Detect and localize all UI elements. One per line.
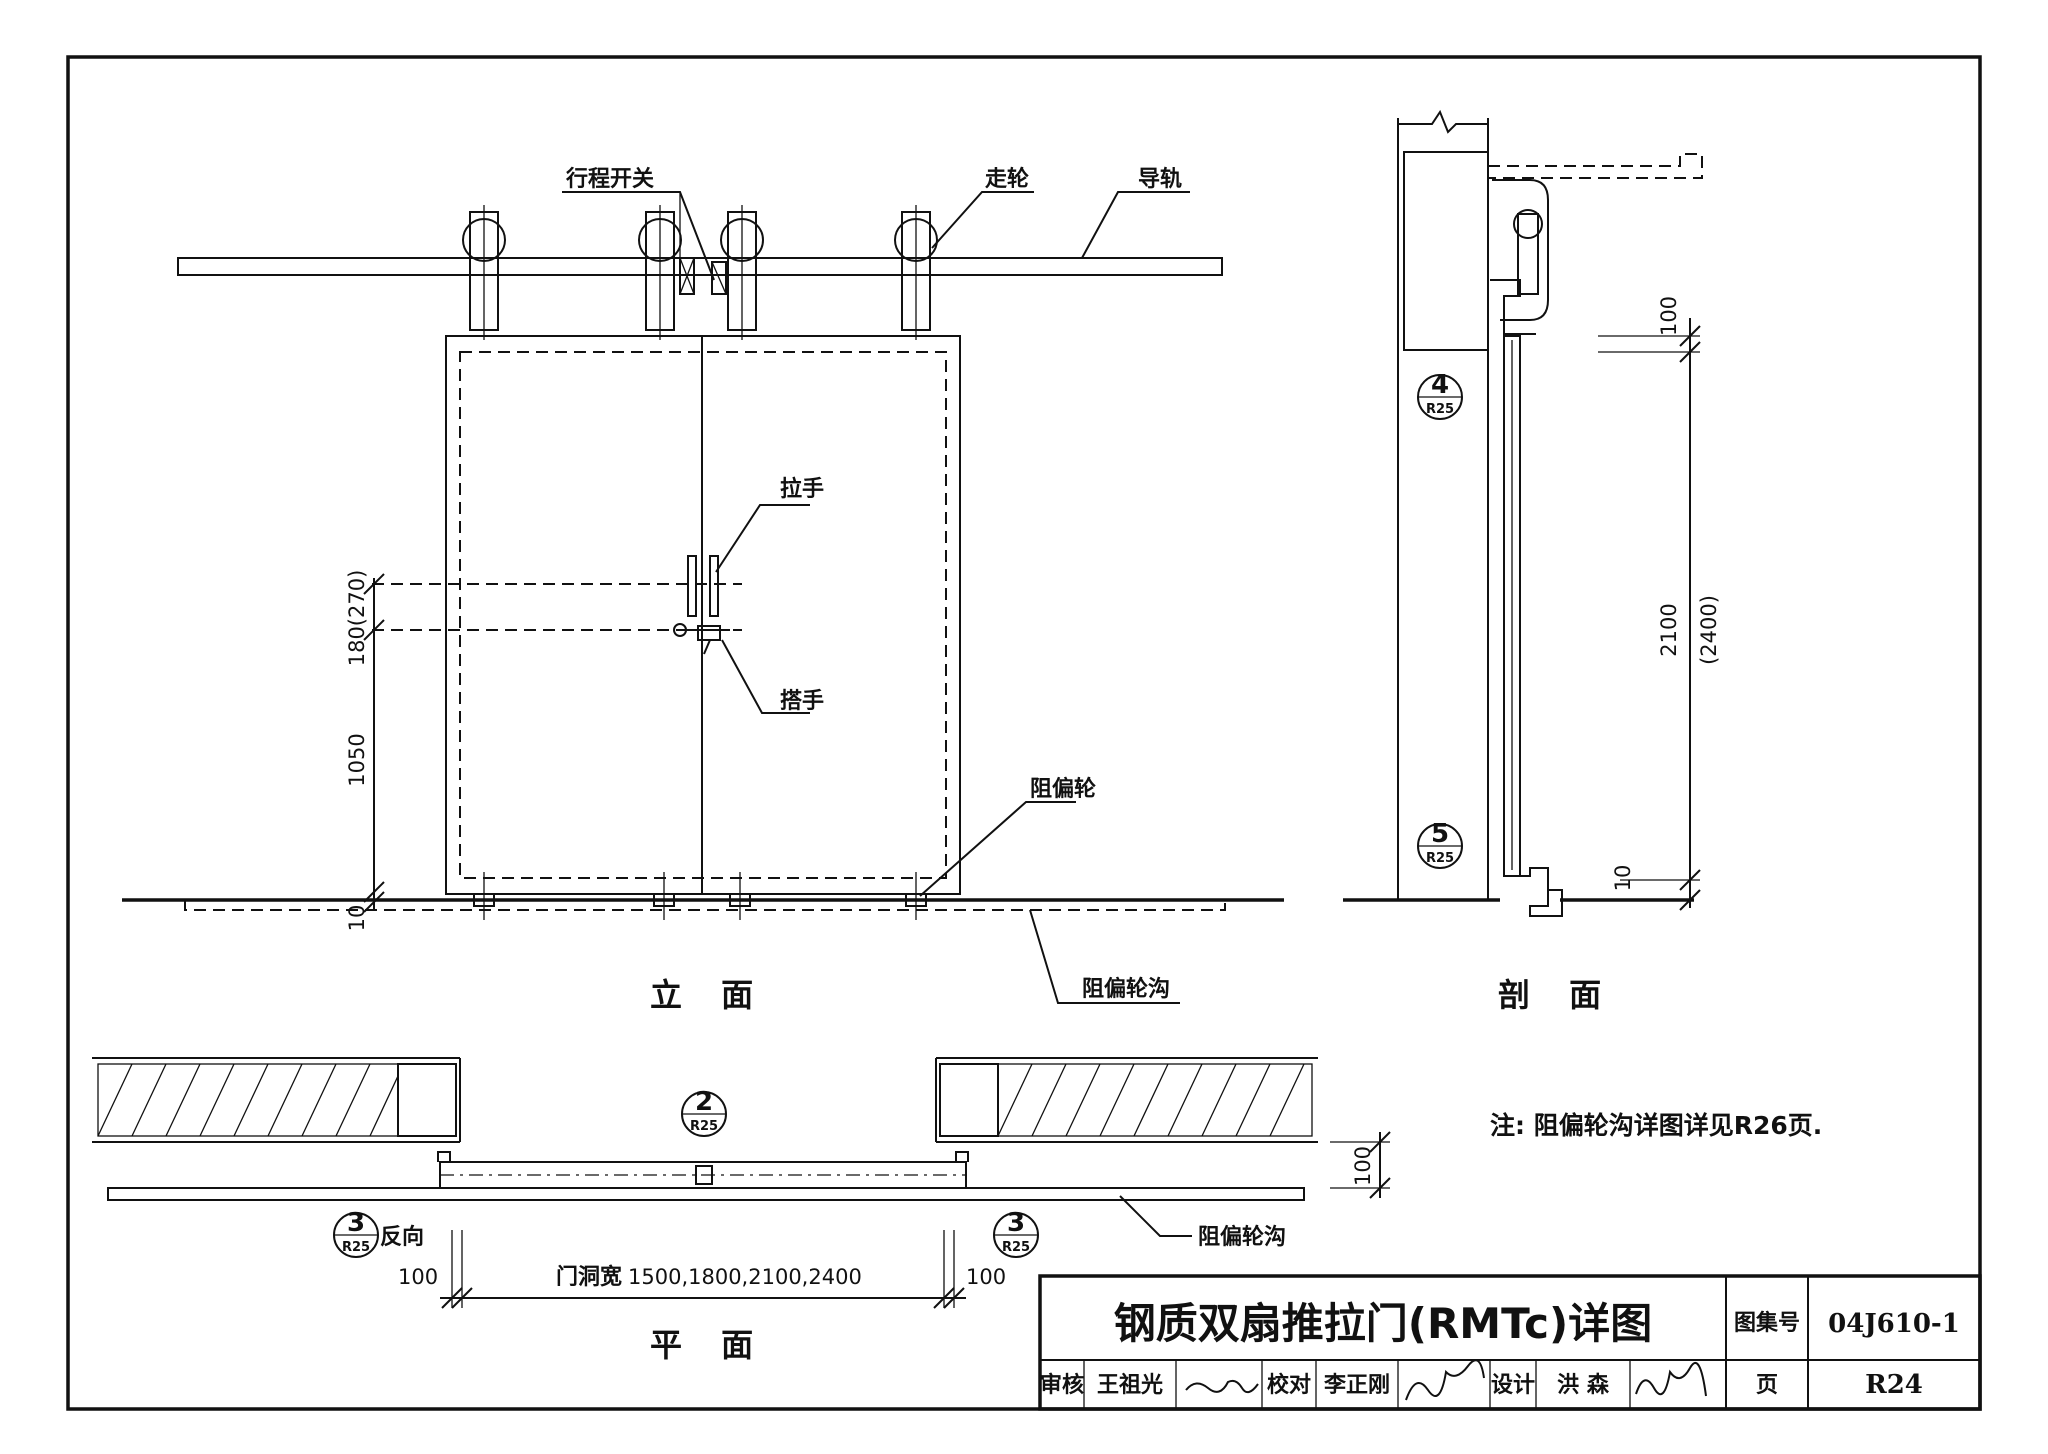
section-dimension bbox=[1598, 318, 1701, 911]
leader-lines bbox=[562, 191, 1190, 1004]
label-guide-wheel: 阻偏轮 bbox=[1030, 776, 1096, 802]
plan-view-title: 平 面 bbox=[650, 1326, 767, 1364]
callout-3-R25-reverse: 3 R25 反向 bbox=[333, 1208, 424, 1258]
dim-section-height-alt: (2400) bbox=[1697, 595, 1721, 665]
sheet-border bbox=[66, 55, 1982, 1411]
plan-guide-groove bbox=[107, 1187, 1305, 1201]
svg-text:R25: R25 bbox=[342, 1240, 370, 1255]
callout-3-R25: 3 R25 bbox=[993, 1208, 1039, 1258]
guide-rail bbox=[177, 257, 1223, 276]
svg-text:3: 3 bbox=[1007, 1208, 1025, 1238]
elevation-dimension bbox=[363, 573, 385, 913]
label-wheel: 走轮 bbox=[985, 166, 1029, 192]
section-lintel bbox=[1403, 151, 1489, 351]
plan-wall-right bbox=[997, 1063, 1313, 1137]
label-plan-guide-groove: 阻偏轮沟 bbox=[1198, 1224, 1286, 1250]
svg-text:5: 5 bbox=[1431, 819, 1449, 849]
plan-dimension bbox=[440, 1131, 1391, 1309]
dim-plan-opening-values: 1500,1800,2100,2400 bbox=[628, 1265, 862, 1289]
door-frame-dashed bbox=[459, 351, 947, 879]
callout-4-R25: 4 R25 bbox=[1417, 370, 1463, 420]
review-signature bbox=[1185, 1379, 1259, 1394]
callout-5-R25: 5 R25 bbox=[1417, 819, 1463, 869]
label-guide-groove: 阻偏轮沟 bbox=[1082, 976, 1170, 1002]
callout-2-R25: 2 R25 bbox=[681, 1087, 727, 1137]
dim-bottom-gap: 10 bbox=[345, 905, 369, 932]
design-label: 设计 bbox=[1491, 1373, 1535, 1398]
elevation-view-title: 立 面 bbox=[650, 976, 767, 1014]
dim-section-height: 2100 bbox=[1657, 603, 1681, 656]
dim-handle-height: 1050 bbox=[345, 733, 369, 786]
label-reverse: 反向 bbox=[380, 1224, 424, 1250]
check-name: 李正刚 bbox=[1323, 1373, 1390, 1398]
dim-plan-depth: 100 bbox=[1351, 1146, 1375, 1186]
review-name: 王祖光 bbox=[1097, 1373, 1163, 1398]
svg-text:R25: R25 bbox=[1426, 851, 1454, 866]
section-hanger bbox=[1492, 179, 1549, 321]
door-leaf-right bbox=[701, 335, 961, 895]
design-signature bbox=[1635, 1362, 1707, 1397]
dim-plan-opening-prefix: 门洞宽 bbox=[556, 1264, 622, 1290]
svg-text:R25: R25 bbox=[1002, 1240, 1030, 1255]
dim-section-top: 100 bbox=[1657, 296, 1681, 336]
page-label: 页 bbox=[1756, 1373, 1778, 1398]
page-number: R24 bbox=[1865, 1370, 1923, 1400]
guide-wheel-icon bbox=[473, 872, 927, 920]
atlas-label: 图集号 bbox=[1734, 1310, 1800, 1336]
limit-switch-icon bbox=[679, 257, 727, 295]
door-leaf-left bbox=[445, 335, 703, 895]
check-label: 校对 bbox=[1267, 1372, 1311, 1398]
check-signature bbox=[1405, 1359, 1485, 1401]
handle-icon bbox=[687, 555, 697, 617]
dim-section-bottom: 10 bbox=[1611, 865, 1635, 892]
dim-plan-right: 100 bbox=[966, 1265, 1006, 1289]
label-limit-switch: 行程开关 bbox=[565, 166, 654, 192]
atlas-number: 04J610-1 bbox=[1828, 1309, 1960, 1339]
section-view-title: 剖 面 bbox=[1498, 976, 1615, 1014]
label-rail: 导轨 bbox=[1138, 166, 1182, 192]
svg-text:4: 4 bbox=[1431, 370, 1449, 400]
design-name: 洪 森 bbox=[1557, 1372, 1610, 1398]
trolley-wheel-3 bbox=[720, 205, 764, 340]
guide-groove-dashed bbox=[184, 900, 1226, 911]
title-block: 钢质双扇推拉门(RMTc)详图 图集号 04J610-1 审核 王祖光 校对 李… bbox=[1038, 1274, 1982, 1411]
svg-text:R25: R25 bbox=[690, 1119, 718, 1134]
drawing-title: 钢质双扇推拉门(RMTc)详图 bbox=[1114, 1299, 1653, 1348]
note-text: 注: 阻偏轮沟详图详见R26页. bbox=[1490, 1111, 1822, 1140]
svg-text:2: 2 bbox=[695, 1087, 713, 1117]
svg-text:3: 3 bbox=[347, 1208, 365, 1238]
elevation-view: 行程开关 走轮 导轨 拉手 搭手 阻偏轮 阻偏轮沟 180(270) 1050 … bbox=[122, 166, 1284, 1014]
review-label: 审核 bbox=[1040, 1372, 1084, 1398]
trolley-wheel-4 bbox=[894, 205, 938, 340]
dim-plan-left: 100 bbox=[398, 1265, 438, 1289]
dim-handle-offset: 180(270) bbox=[345, 570, 369, 667]
plan-view: 2 R25 3 R25 反向 3 R25 阻偏轮沟 bbox=[92, 1057, 1391, 1364]
section-view: 4 R25 5 R25 100 2100 (2400) 10 剖 面 bbox=[1343, 109, 1721, 1014]
label-handle: 拉手 bbox=[780, 476, 824, 502]
trolley-wheel-1 bbox=[462, 205, 506, 340]
trolley-wheel-2 bbox=[638, 205, 682, 340]
svg-text:R25: R25 bbox=[1426, 402, 1454, 417]
label-latch: 搭手 bbox=[780, 689, 824, 714]
